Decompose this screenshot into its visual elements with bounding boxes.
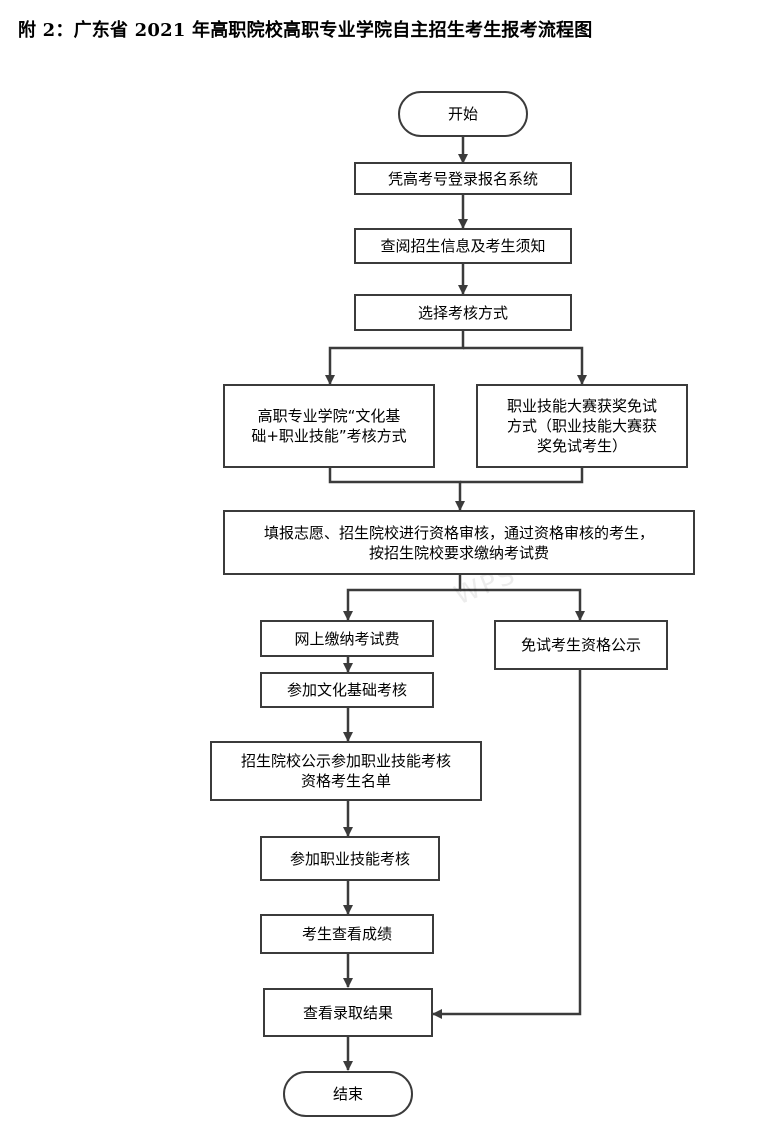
apply-line-2: 按招生院校要求缴纳考试费 (368, 543, 549, 562)
merge-connector-right (460, 468, 584, 484)
merge-connector-left (328, 468, 465, 511)
score-label: 考生查看成绩 (301, 925, 392, 943)
split-connector-top (325, 331, 465, 385)
mode-b-line-2: 方式（职业技能大赛获 (506, 417, 657, 435)
exempt-label: 免试考生资格公示 (520, 636, 641, 654)
mode-culture-skill: 高职专业学院“文化基 础+职业技能”考核方式 (223, 384, 435, 468)
result-label: 查看录取结果 (302, 1003, 393, 1022)
info-label: 查阅招生信息及考生须知 (380, 237, 546, 255)
mode-b-line-1: 职业技能大赛获奖免试 (506, 397, 657, 415)
apply-line-1: 填报志愿、招生院校进行资格审核，通过资格审核的考生， (263, 523, 654, 542)
exempt-publish-step: 免试考生资格公示 (494, 620, 668, 670)
select-step: 选择考核方式 (354, 294, 572, 331)
publish-list-step: 招生院校公示参加职业技能考核 资格考生名单 (210, 741, 482, 801)
start-label: 开始 (447, 105, 478, 123)
publish-line-2: 资格考生名单 (300, 772, 391, 790)
mode-a-line-2: 础+职业技能”考核方式 (251, 427, 407, 445)
culture-exam-step: 参加文化基础考核 (260, 672, 434, 708)
split2-connector-right (460, 588, 585, 621)
start-node: 开始 (398, 91, 528, 137)
split-connector-right (463, 346, 587, 385)
mode-exempt: 职业技能大赛获奖免试 方式（职业技能大赛获 奖免试考生） (476, 384, 688, 468)
login-step: 凭高考号登录报名系统 (354, 162, 572, 195)
end-label: 结束 (332, 1085, 363, 1103)
exempt-to-result-connector (432, 670, 582, 1019)
pay-step: 网上缴纳考试费 (260, 620, 434, 657)
result-step: 查看录取结果 (263, 988, 433, 1037)
apply-step: 填报志愿、招生院校进行资格审核，通过资格审核的考生， 按招生院校要求缴纳考试费 (223, 510, 695, 575)
culture-label: 参加文化基础考核 (286, 681, 407, 699)
skill-label: 参加职业技能考核 (289, 849, 410, 868)
score-step: 考生查看成绩 (260, 914, 434, 954)
skill-exam-step: 参加职业技能考核 (260, 836, 440, 881)
end-node: 结束 (283, 1071, 413, 1117)
page-title: 附 2：广东省 2021 年高职院校高职专业学院自主招生考生报考流程图 (18, 20, 593, 41)
pay-label: 网上缴纳考试费 (294, 629, 400, 648)
publish-line-1: 招生院校公示参加职业技能考核 (240, 752, 451, 770)
login-label: 凭高考号登录报名系统 (387, 169, 538, 188)
mode-b-line-3: 奖免试考生） (536, 437, 627, 455)
mode-a-line-1: 高职专业学院“文化基 (257, 407, 401, 425)
info-step: 查阅招生信息及考生须知 (354, 228, 572, 264)
split2-connector-left (343, 575, 462, 621)
select-label: 选择考核方式 (417, 303, 508, 322)
